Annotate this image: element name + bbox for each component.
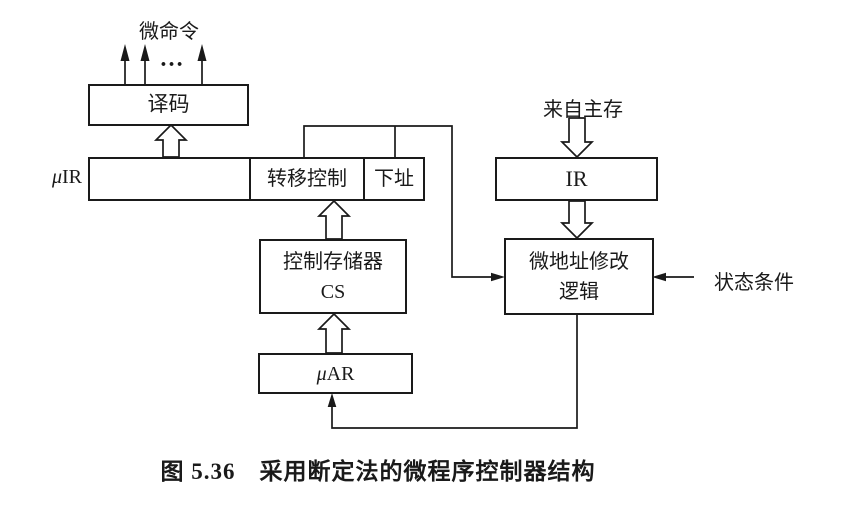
- micro-addr-logic-box: 微地址修改 逻辑: [504, 238, 654, 315]
- status-condition-arrow-icon: [652, 272, 694, 282]
- ir-to-logic-arrow-icon: [559, 200, 595, 240]
- micro-addr-logic-label-line2: 逻辑: [559, 280, 599, 303]
- uir-to-decoder-arrow-icon: [153, 123, 189, 158]
- ir-register-box: IR: [495, 157, 658, 201]
- uir-register-label: μIR: [26, 166, 82, 189]
- uar-to-cs-arrow-icon: [316, 312, 352, 354]
- status-condition-label: 状态条件: [714, 272, 794, 294]
- uar-register-box: μAR: [258, 353, 413, 394]
- memory-to-ir-arrow-icon: [559, 117, 595, 159]
- micro-command-arrow-icon: [197, 44, 207, 84]
- uir-register-box: 转移控制 下址: [88, 157, 425, 201]
- logic-to-uar-feedback-arrow: [327, 314, 578, 429]
- register-name: AR: [326, 362, 355, 385]
- ir-label: IR: [565, 165, 588, 191]
- micro-command-arrow-icon: [140, 44, 150, 84]
- next-address-bus-arrow: [303, 125, 505, 282]
- control-store-box: 控制存储器 CS: [259, 239, 407, 314]
- cs-to-uir-arrow-icon: [316, 199, 352, 240]
- micro-command-arrow-icon: [120, 44, 130, 84]
- control-store-label-line1: 控制存储器: [283, 250, 383, 273]
- uar-register-label: μAR: [317, 362, 355, 386]
- figure-caption: 图 5.36 采用断定法的微程序控制器结构: [160, 459, 596, 484]
- micro-addr-logic-label-line1: 微地址修改: [529, 250, 629, 273]
- next-address-field: 下址: [363, 159, 423, 199]
- next-address-label: 下址: [374, 168, 414, 190]
- decoder-box: 译码: [88, 84, 249, 126]
- ellipsis-label: …: [159, 46, 187, 72]
- control-store-label-line2: CS: [320, 280, 346, 303]
- mu-prefix: μ: [316, 362, 327, 385]
- from-main-memory-label: 来自主存: [543, 99, 623, 121]
- transfer-control-label: 转移控制: [267, 168, 347, 190]
- mu-prefix: μ: [51, 166, 62, 188]
- micro-commands-label: 微命令: [139, 21, 199, 43]
- decoder-label: 译码: [147, 92, 190, 117]
- transfer-control-field: 转移控制: [249, 159, 363, 199]
- register-name: IR: [62, 166, 82, 188]
- uir-opcode-field: [90, 159, 249, 199]
